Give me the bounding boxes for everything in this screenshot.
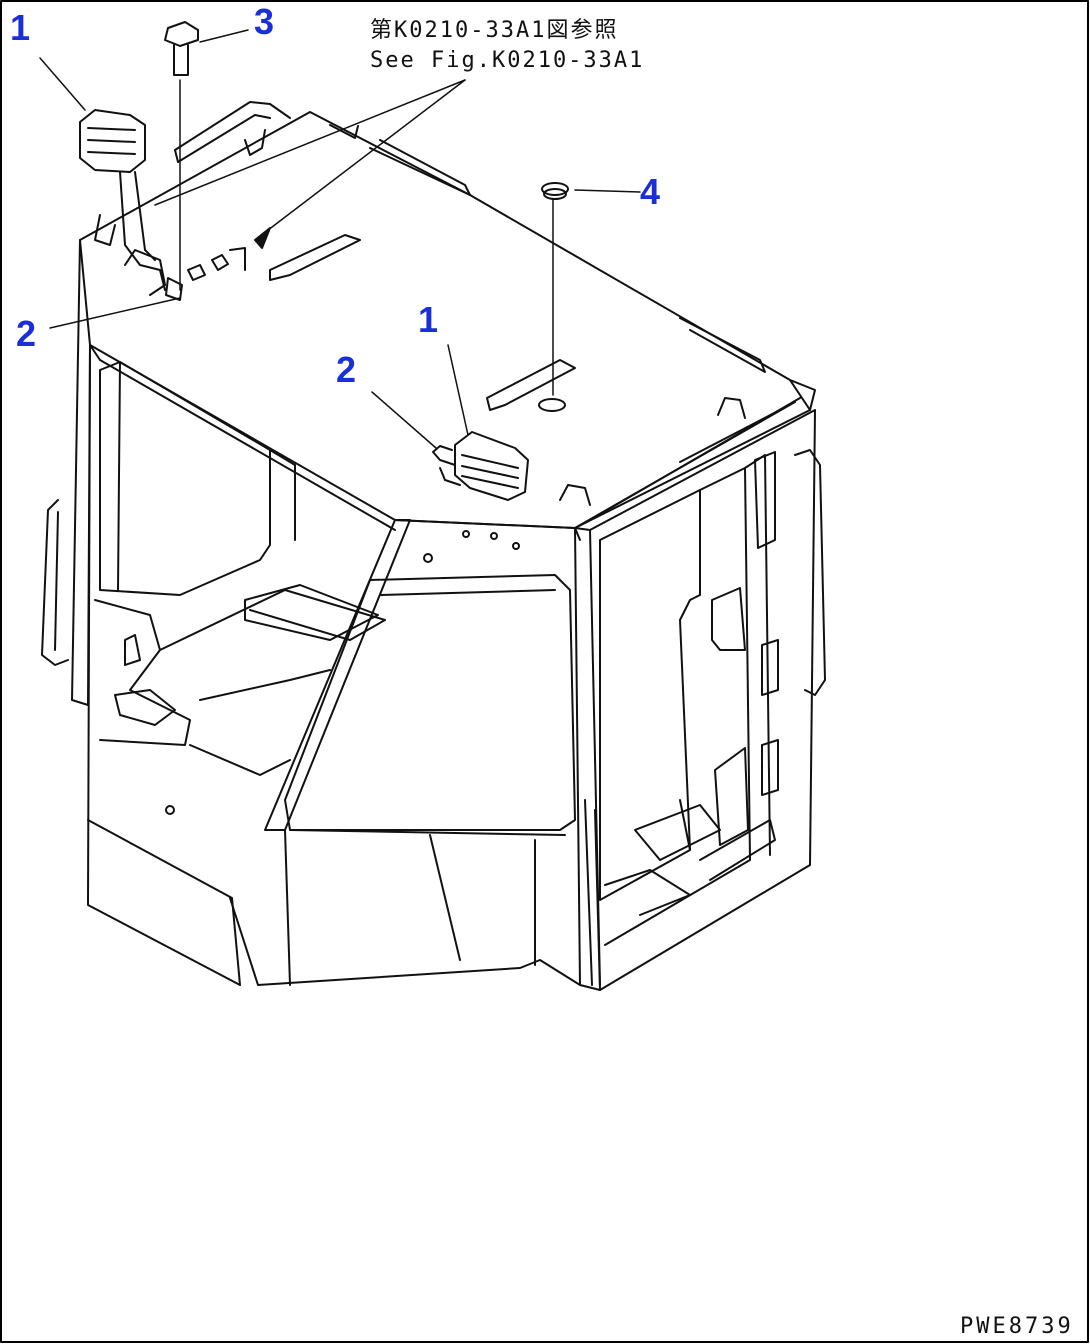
callout-3: 3 (254, 1, 275, 42)
work-lamp-top-left (79, 109, 146, 173)
callout-1-mid: 1 (418, 299, 439, 340)
work-lamp-center (454, 431, 529, 501)
reference-note-jp: 第K0210-33A1図参照 (370, 18, 619, 43)
reference-note-en: See Fig.K0210-33A1 (370, 48, 645, 73)
grommet-4 (541, 182, 569, 196)
drawing-id: PWE8739 (960, 1314, 1074, 1339)
cab-right-side (574, 409, 816, 991)
bolt-3 (164, 21, 199, 47)
callout-1-top: 1 (10, 7, 31, 48)
callout-2-left: 2 (16, 313, 37, 354)
callout-4: 4 (640, 171, 661, 212)
callout-2-mid: 2 (336, 349, 357, 390)
windshield (284, 574, 576, 831)
